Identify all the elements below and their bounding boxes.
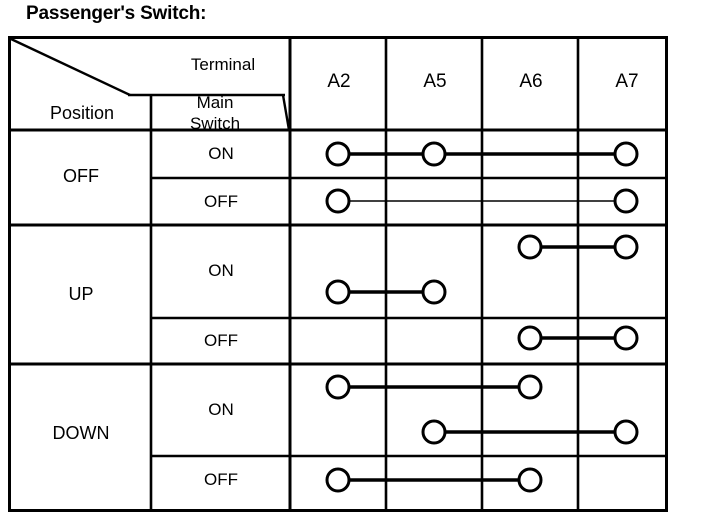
terminal-node-a2 [325, 374, 351, 400]
terminal-node-a6 [517, 325, 543, 351]
header-diagonal-lower-right [281, 94, 291, 131]
main-switch-label-off-on: ON [208, 144, 234, 163]
column-header-a7: A7 [615, 71, 639, 92]
main-switch-label-down-on: ON [208, 400, 234, 419]
terminal-node-a5 [421, 279, 447, 305]
terminal-node-a2 [325, 279, 351, 305]
column-header-a5: A5 [423, 71, 447, 92]
terminal-node-a2 [325, 141, 351, 167]
terminal-node-a5 [421, 419, 447, 445]
terminal-node-a7 [613, 234, 639, 260]
table-grid-and-continuity-graphics [8, 36, 668, 512]
column-header-a2: A2 [327, 71, 351, 92]
terminal-node-a7 [613, 419, 639, 445]
main-switch-label-off-off: OFF [204, 192, 238, 211]
position-label-down: DOWN [52, 423, 110, 443]
main-switch-label-down-off: OFF [204, 470, 238, 489]
terminal-node-a6 [517, 467, 543, 493]
terminal-node-a6 [517, 234, 543, 260]
main-switch-label-up-off: OFF [204, 331, 238, 350]
continuity-table: Terminal Position Main Switch A2 A5 A6 A… [8, 36, 668, 512]
terminal-node-a2 [325, 188, 351, 214]
header-label-terminal: Terminal [190, 55, 256, 74]
column-header-a6: A6 [519, 71, 543, 92]
terminal-node-a5 [421, 141, 447, 167]
continuity-down-on [325, 374, 639, 445]
header-diagonal-upper-left [10, 37, 131, 97]
page-title: Passenger's Switch: [26, 3, 207, 24]
terminal-node-a7 [613, 325, 639, 351]
position-label-off: OFF [63, 166, 99, 186]
continuity-up-off [517, 325, 639, 351]
main-switch-label-up-on: ON [208, 261, 234, 280]
continuity-down-off [325, 467, 543, 493]
terminal-node-a7 [613, 141, 639, 167]
terminal-node-a7 [613, 188, 639, 214]
continuity-off-off [325, 188, 639, 214]
header-label-main-switch: Main Switch [189, 93, 241, 133]
terminal-node-a2 [325, 467, 351, 493]
continuity-up-on [325, 234, 639, 305]
continuity-off-on [325, 141, 639, 167]
terminal-node-a6 [517, 374, 543, 400]
header-label-position: Position [49, 103, 115, 123]
position-label-up: UP [68, 284, 94, 304]
